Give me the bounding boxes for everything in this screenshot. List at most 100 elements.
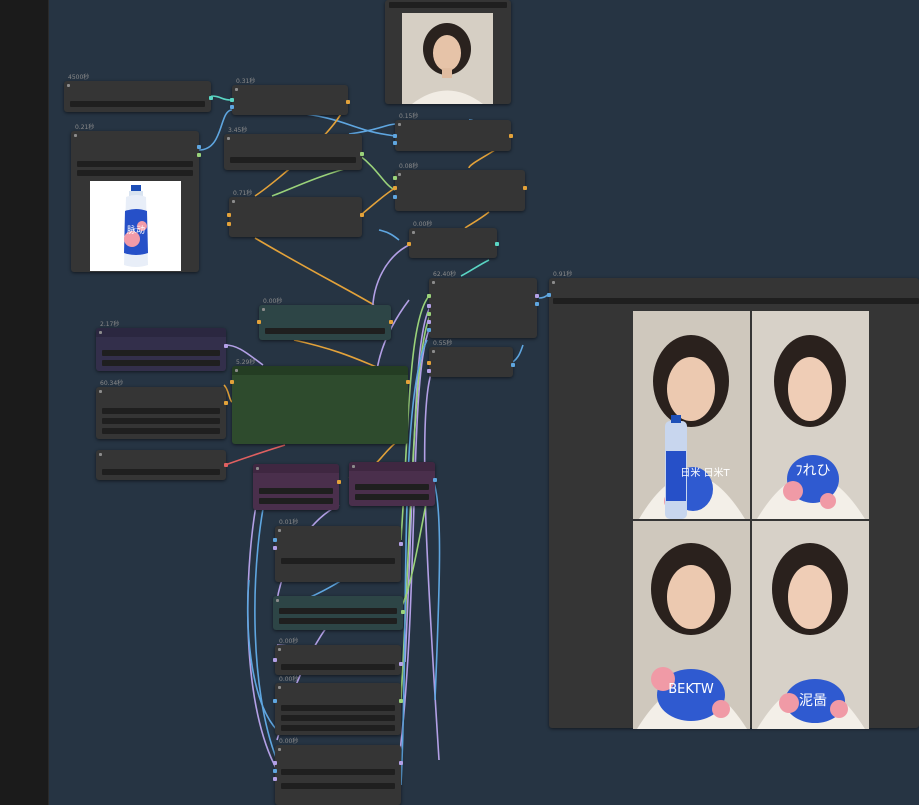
input-port[interactable] xyxy=(227,213,231,217)
input-port[interactable] xyxy=(427,320,431,324)
input-port[interactable] xyxy=(427,361,431,365)
node-n4[interactable]: 3.45秒 xyxy=(224,127,364,170)
input-port[interactable] xyxy=(393,176,397,180)
node-mask-right[interactable] xyxy=(349,462,437,506)
widget-bar[interactable] xyxy=(102,418,220,424)
widget-bar[interactable] xyxy=(77,170,193,176)
node-graph-canvas[interactable]: 4500秒 0.31秒 0.21秒 脉动 xyxy=(49,0,919,805)
node-n3-load-image[interactable]: 0.21秒 脉动 xyxy=(71,124,201,272)
output-port[interactable] xyxy=(337,480,341,484)
widget-bar[interactable] xyxy=(281,783,395,789)
output-port[interactable] xyxy=(224,344,228,348)
node-n2[interactable]: 0.31秒 xyxy=(230,78,350,115)
collapse-dot-icon[interactable] xyxy=(262,308,265,311)
node-n14[interactable]: 0.55秒 xyxy=(427,340,515,377)
widget-bar[interactable] xyxy=(355,484,429,490)
widget-bar[interactable] xyxy=(281,664,395,670)
input-port[interactable] xyxy=(393,141,397,145)
collapse-dot-icon[interactable] xyxy=(432,350,435,353)
node-n1[interactable]: 4500秒 xyxy=(64,74,213,112)
node-header[interactable] xyxy=(232,366,408,375)
widget-bar[interactable] xyxy=(281,725,395,731)
widget-bar[interactable] xyxy=(102,428,220,434)
input-port[interactable] xyxy=(230,105,234,109)
output-port[interactable] xyxy=(360,213,364,217)
widget-bar[interactable] xyxy=(259,488,333,494)
output-port[interactable] xyxy=(399,542,403,546)
widget-bar[interactable] xyxy=(77,161,193,167)
node-n16[interactable]: 0.01秒 xyxy=(273,519,403,582)
widget-bar[interactable] xyxy=(389,2,507,8)
output-port[interactable] xyxy=(495,242,499,246)
collapse-dot-icon[interactable] xyxy=(352,465,355,468)
widget-bar[interactable] xyxy=(102,350,220,356)
input-port[interactable] xyxy=(427,328,431,332)
output-port[interactable] xyxy=(509,134,513,138)
node-header[interactable] xyxy=(349,462,435,471)
collapse-dot-icon[interactable] xyxy=(232,200,235,203)
output-port[interactable] xyxy=(399,761,403,765)
input-port[interactable] xyxy=(227,222,231,226)
input-port[interactable] xyxy=(427,304,431,308)
widget-bar[interactable] xyxy=(281,558,395,564)
collapse-dot-icon[interactable] xyxy=(412,231,415,234)
output-port[interactable] xyxy=(399,662,403,666)
widget-bar[interactable] xyxy=(281,769,395,775)
input-port[interactable] xyxy=(393,134,397,138)
widget-bar[interactable] xyxy=(230,157,356,163)
input-port[interactable] xyxy=(427,312,431,316)
input-port[interactable] xyxy=(273,699,277,703)
output-port[interactable] xyxy=(511,363,515,367)
output-port[interactable] xyxy=(433,478,437,482)
widget-bar[interactable] xyxy=(102,469,220,475)
output-port[interactable] xyxy=(224,401,228,405)
output-port[interactable] xyxy=(399,699,403,703)
input-port[interactable] xyxy=(547,293,551,297)
widget-bar[interactable] xyxy=(265,328,385,334)
node-header[interactable] xyxy=(253,464,339,473)
collapse-dot-icon[interactable] xyxy=(398,173,401,176)
node-n18[interactable]: 0.00秒 xyxy=(273,676,403,735)
output-port[interactable] xyxy=(346,100,350,104)
collapse-dot-icon[interactable] xyxy=(74,134,77,137)
node-n8[interactable]: 0.00秒 xyxy=(407,221,499,258)
collapse-dot-icon[interactable] xyxy=(99,331,102,334)
output-port[interactable] xyxy=(389,320,393,324)
widget-bar[interactable] xyxy=(355,494,429,500)
widget-bar[interactable] xyxy=(102,408,220,414)
input-port[interactable] xyxy=(273,538,277,542)
input-port[interactable] xyxy=(257,320,261,324)
input-port[interactable] xyxy=(273,769,277,773)
input-port[interactable] xyxy=(273,777,277,781)
collapse-dot-icon[interactable] xyxy=(276,599,279,602)
input-port[interactable] xyxy=(393,186,397,190)
input-port[interactable] xyxy=(427,369,431,373)
widget-bar[interactable] xyxy=(553,298,919,304)
widget-bar[interactable] xyxy=(279,618,397,624)
output-port[interactable] xyxy=(401,610,405,614)
input-port[interactable] xyxy=(230,380,234,384)
input-port[interactable] xyxy=(427,294,431,298)
node-n10-teal[interactable]: 0.00秒 xyxy=(257,298,393,340)
output-port[interactable] xyxy=(535,302,539,306)
node-n13[interactable]: 60.34秒 xyxy=(96,380,228,439)
collapse-dot-icon[interactable] xyxy=(278,686,281,689)
collapse-dot-icon[interactable] xyxy=(99,390,102,393)
node-n11[interactable]: 62.40秒 xyxy=(427,271,539,338)
node-n19[interactable]: 0.00秒 xyxy=(273,738,403,805)
input-port[interactable] xyxy=(407,242,411,246)
input-port[interactable] xyxy=(393,195,397,199)
widget-bar[interactable] xyxy=(259,498,333,504)
collapse-dot-icon[interactable] xyxy=(235,88,238,91)
collapse-dot-icon[interactable] xyxy=(278,648,281,651)
widget-bar[interactable] xyxy=(102,360,220,366)
collapse-dot-icon[interactable] xyxy=(432,281,435,284)
input-port[interactable] xyxy=(273,546,277,550)
node-header[interactable] xyxy=(96,328,226,337)
collapse-dot-icon[interactable] xyxy=(398,123,401,126)
collapse-dot-icon[interactable] xyxy=(99,453,102,456)
collapse-dot-icon[interactable] xyxy=(278,529,281,532)
node-teal-lower[interactable] xyxy=(273,596,405,630)
output-port[interactable] xyxy=(197,145,201,149)
widget-bar[interactable] xyxy=(281,705,395,711)
